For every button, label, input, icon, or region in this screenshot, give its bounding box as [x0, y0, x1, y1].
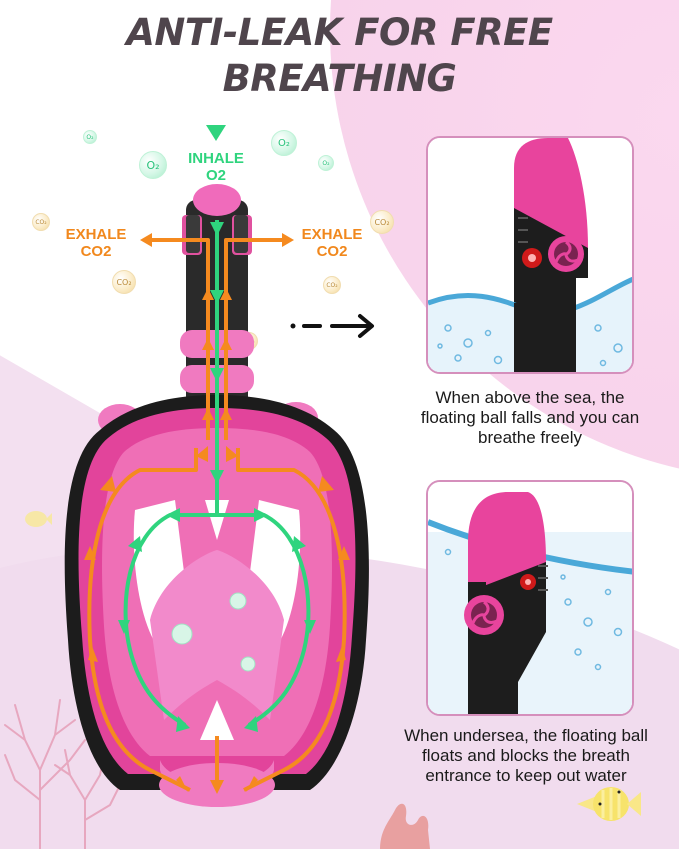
- caption-line: entrance to keep out water: [425, 766, 627, 785]
- inhale-triangle-icon: [206, 125, 226, 141]
- caption-line: floats and blocks the breath: [422, 746, 630, 765]
- inhale-label-line-1: INHALE: [188, 150, 244, 167]
- above-sea-panel: [426, 136, 634, 374]
- exhale-right-line-1: EXHALE: [301, 226, 363, 243]
- title-line-2: BREATHING: [222, 57, 457, 100]
- coral-decoration: [380, 803, 430, 849]
- title-line-1: ANTI-LEAK FOR FREE: [126, 11, 553, 54]
- o2-bubble-icon: O₂: [271, 130, 297, 156]
- co2-bubble-icon: CO₂: [370, 210, 394, 234]
- caption-line: breathe freely: [478, 428, 582, 447]
- caption-line: floating ball falls and you can: [420, 408, 640, 427]
- dashed-right-arrow-icon: [290, 314, 374, 338]
- above-sea-caption: When above the sea, the floating ball fa…: [380, 388, 679, 448]
- page-title: ANTI-LEAK FOR FREE BREATHING: [0, 10, 679, 102]
- co2-bubble-icon: CO₂: [323, 276, 341, 294]
- caption-line: When above the sea, the: [435, 388, 625, 407]
- snorkel-mask-diagram: [64, 184, 369, 807]
- exhale-left-label: EXHALE CO2: [54, 226, 138, 260]
- exhale-left-line-1: EXHALE: [65, 226, 127, 243]
- fish-decoration: [25, 511, 52, 527]
- exhale-right-line-2: CO2: [316, 243, 348, 260]
- exhale-left-line-2: CO2: [80, 243, 112, 260]
- o2-bubble-icon: O₂: [318, 155, 334, 171]
- co2-bubble-icon: CO₂: [112, 270, 136, 294]
- inhale-label: INHALE O2: [174, 150, 258, 184]
- fish-decoration: [577, 787, 641, 821]
- o2-bubble-icon: O₂: [83, 130, 97, 144]
- undersea-valve-image: [428, 482, 632, 714]
- caption-line: When undersea, the floating ball: [404, 726, 648, 745]
- above-sea-valve-image: [428, 138, 632, 372]
- inhale-label-line-2: O2: [205, 167, 226, 184]
- undersea-caption: When undersea, the floating ball floats …: [366, 726, 679, 786]
- coral-decoration: [4, 699, 121, 849]
- co2-bubble-icon: CO₂: [32, 213, 50, 231]
- undersea-panel: [426, 480, 634, 716]
- exhale-right-label: EXHALE CO2: [290, 226, 374, 260]
- o2-bubble-icon: O₂: [139, 151, 167, 179]
